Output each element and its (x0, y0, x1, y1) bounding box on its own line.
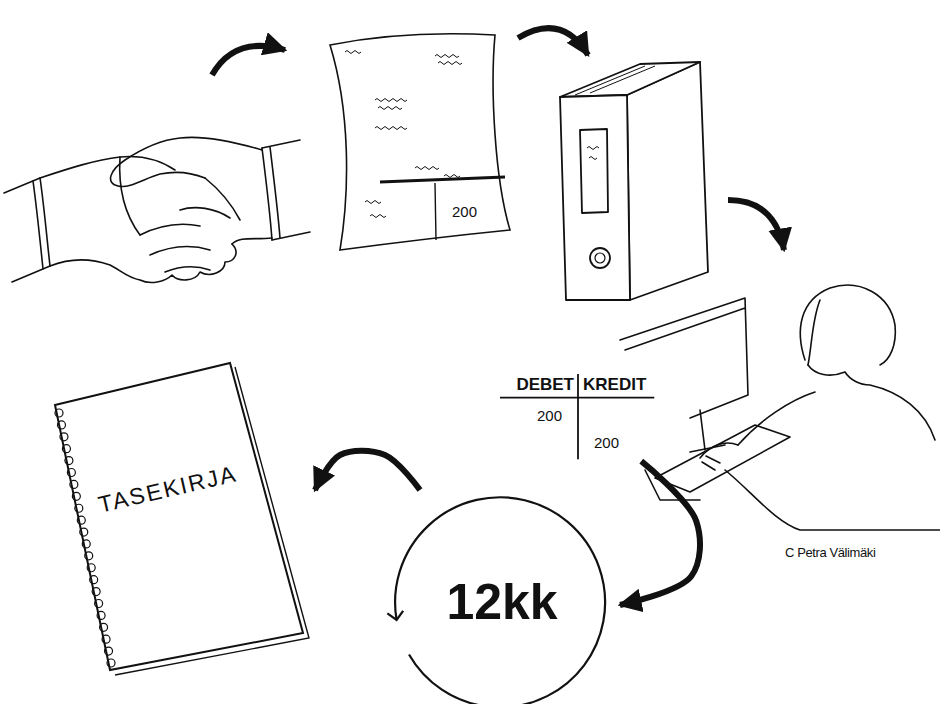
handshake-drawing (262, 140, 310, 240)
person-at-computer (620, 285, 940, 530)
handshake-drawing (262, 147, 280, 240)
binder-drawing (580, 129, 608, 213)
book-cover (55, 363, 303, 670)
spiral-ring (90, 576, 98, 584)
binder-drawing (595, 253, 605, 263)
binder-drawing (560, 62, 708, 300)
handshake-drawing (4, 137, 310, 282)
spiral-ring (70, 480, 78, 488)
spiral-ring (67, 469, 75, 477)
person-at-computer (738, 392, 815, 445)
binder-drawing (590, 248, 610, 268)
invoice-scribble (415, 167, 439, 170)
person-at-computer (725, 470, 940, 530)
spiral-ring (92, 588, 100, 596)
flow-arrow (728, 200, 784, 250)
spiral-ring (77, 516, 85, 524)
invoice-scribble (365, 201, 381, 204)
t-account: DEBET KREDIT 200 200 (498, 372, 656, 461)
debit-heading: DEBET (516, 376, 574, 395)
spiral-ring (107, 659, 115, 667)
balance-book: TASEKIRJA (45, 355, 315, 680)
person-at-computer (655, 425, 790, 492)
invoice-rule (435, 183, 436, 240)
invoice-paper (330, 34, 510, 250)
spiral-ring (85, 552, 93, 560)
binder-drawing (587, 147, 599, 160)
binder-drawing (627, 62, 708, 300)
person-at-computer (690, 410, 725, 452)
binder-drawing (575, 66, 655, 95)
invoice-sheet-outline (320, 30, 520, 255)
handshake-drawing (4, 178, 50, 282)
cycle-outline (395, 497, 605, 704)
period-text: 12kk (446, 575, 557, 630)
invoice-scribble (444, 175, 460, 178)
invoice-scribble (375, 127, 407, 130)
flow-arrow (518, 28, 588, 55)
invoice-rule (380, 177, 505, 182)
flow-arrow (212, 28, 784, 250)
handshake-drawing (140, 208, 230, 272)
spiral-ring (60, 433, 68, 441)
invoice-sheet: 200 (320, 30, 520, 255)
spiral-ring (72, 492, 80, 500)
invoice-amount: 200 (452, 204, 477, 221)
person-at-computer (800, 285, 895, 365)
handshake-drawing (33, 178, 50, 269)
binder-drawing (560, 95, 630, 300)
spiral-ring (75, 504, 83, 512)
person-at-computer (808, 365, 935, 440)
copyright-note: C Petra Välimäki (785, 546, 875, 560)
person-at-computer (808, 300, 820, 365)
invoice-scribble (370, 215, 386, 218)
spiral-ring (62, 445, 70, 453)
invoice-scribble (438, 62, 462, 65)
spiral-ring (87, 564, 95, 572)
spiral-ring (102, 635, 110, 643)
debit-amount: 200 (537, 408, 562, 425)
binder-drawing (560, 62, 700, 97)
spiral-ring (65, 457, 73, 465)
invoice-scribble (378, 107, 402, 110)
flow-arrow (212, 46, 285, 75)
balance-book-outline (45, 355, 315, 680)
spiral-ring (82, 540, 90, 548)
handshake-drawing (111, 137, 262, 186)
spiral-ring (95, 599, 103, 607)
t-account-line (577, 374, 579, 459)
spiral-ring (55, 409, 63, 417)
person-at-computer (620, 298, 748, 418)
spiral-ring (105, 647, 113, 655)
spiral-ring (97, 611, 105, 619)
invoice-scribble (375, 99, 407, 102)
spiral-ring (57, 421, 65, 429)
credit-amount: 200 (594, 435, 619, 452)
cycle-circle: 12kk (390, 490, 620, 704)
handshake-drawing (120, 157, 140, 235)
handshake-drawing (40, 157, 175, 178)
person-at-computer (700, 443, 738, 470)
flow-arrow (315, 451, 420, 490)
credit-heading: KREDIT (583, 376, 646, 395)
spiral-ring (80, 528, 88, 536)
invoice-scribble (435, 55, 459, 58)
flow-arrow (620, 461, 700, 605)
invoice-scribble (345, 51, 361, 54)
spiral-ring (100, 623, 108, 631)
